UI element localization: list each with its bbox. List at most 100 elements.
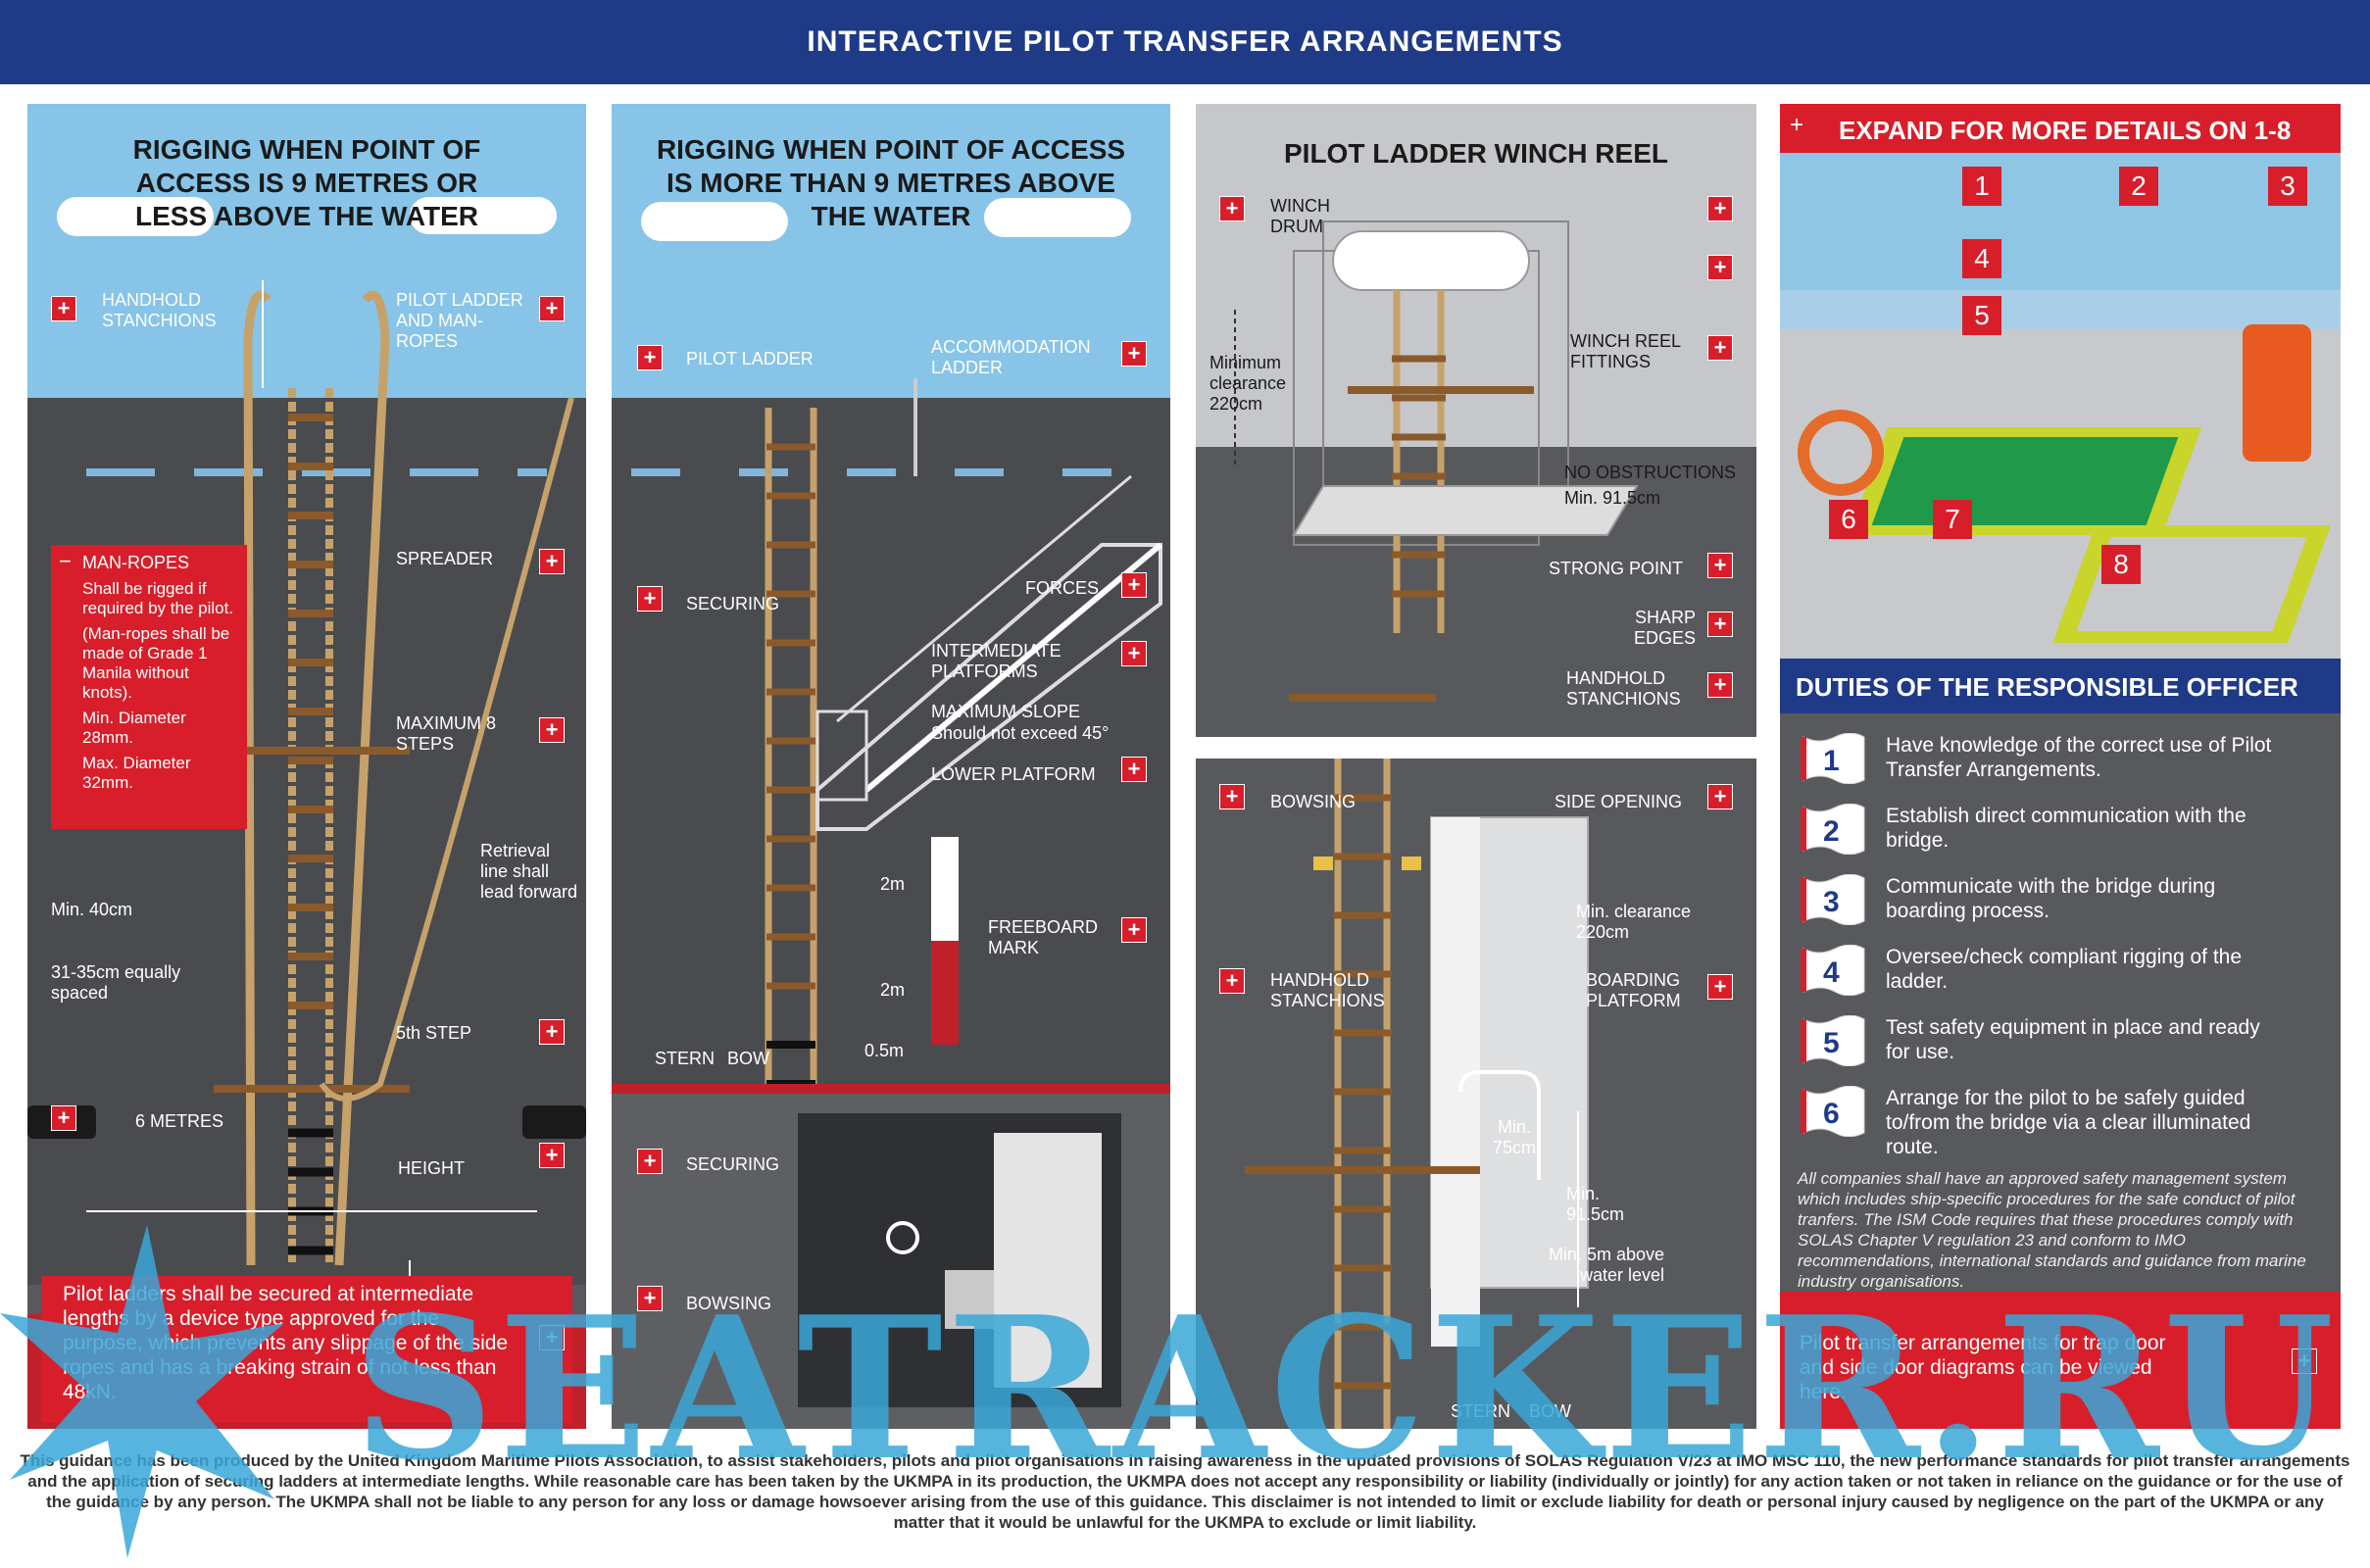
disclaimer-text: This guidance has been produced by the U… xyxy=(20,1451,2350,1532)
expand-forces-button[interactable]: + xyxy=(1121,572,1147,598)
expand-lower-platform-button[interactable]: + xyxy=(1121,757,1147,782)
panel-high-access: RIGGING WHEN POINT OF ACCESS IS MORE THA… xyxy=(612,104,1170,1429)
expand-extra-button[interactable]: + xyxy=(1707,255,1733,280)
side-opening-graphic xyxy=(1245,759,1589,1429)
svg-text:4: 4 xyxy=(1823,956,1840,989)
flag-icon: 4 xyxy=(1800,944,1866,997)
expand-pilot-ladder-button[interactable]: + xyxy=(539,296,565,321)
side-opening-label: SIDE OPENING xyxy=(1555,792,1683,811)
manropes-text-4: Max. Diameter 32mm. xyxy=(82,754,191,792)
collapse-icon[interactable]: − xyxy=(59,549,72,573)
min-915-label: Min. 91.5cm xyxy=(1566,1184,1625,1224)
panel-winch-reel: PILOT LADDER WINCH REEL + WINCH DRUM + +… xyxy=(1196,104,1756,737)
expand-fifth-step-button[interactable]: + xyxy=(539,1019,565,1045)
callout-7[interactable]: 7 xyxy=(1933,500,1972,539)
expand-winch-fittings-button[interactable]: + xyxy=(1707,335,1733,361)
flag-icon: 2 xyxy=(1800,803,1866,856)
expand-securing-button[interactable]: + xyxy=(637,586,663,612)
duty-text: Have knowledge of the correct use of Pil… xyxy=(1886,734,2272,781)
expand-handhold-button[interactable]: + xyxy=(1219,968,1245,994)
min-5m-label: Min. 5m above water level xyxy=(1548,1245,1664,1285)
expand-bowsing-button[interactable]: + xyxy=(637,1286,663,1311)
expand-trapdoor-button[interactable]: + xyxy=(2292,1348,2317,1374)
callout-4[interactable]: 4 xyxy=(1962,239,2001,278)
strong-point-label: STRONG POINT xyxy=(1549,559,1684,578)
expand-six-metres-button[interactable]: + xyxy=(51,1105,76,1131)
duty-text: Establish direct communication with the … xyxy=(1886,805,2247,852)
watermark-star-icon xyxy=(0,1225,284,1558)
handhold-stanchions-label: HANDHOLD STANCHIONS xyxy=(102,290,217,330)
cloud xyxy=(57,197,214,236)
expand-notice-button[interactable]: + xyxy=(539,1325,565,1350)
expand-freeboard-button[interactable]: + xyxy=(1121,917,1147,943)
spreader-label: SPREADER xyxy=(396,549,494,568)
expand-max-steps-button[interactable]: + xyxy=(539,717,565,743)
min-clearance-label: Min. clearance 220cm xyxy=(1576,902,1692,942)
callout-2[interactable]: 2 xyxy=(2119,167,2158,206)
duty-text: Communicate with the bridge during board… xyxy=(1886,875,2216,922)
pilot-ladder-label: PILOT LADDER xyxy=(686,349,814,368)
manropes-info-box: − MAN-ROPES Shall be rigged if required … xyxy=(51,545,247,829)
max-slope-sub-label: Should not exceed 45° xyxy=(931,723,1110,743)
two-m-lower-label: 2m xyxy=(880,980,906,1000)
panel-low-access: RIGGING WHEN POINT OF ACCESS IS 9 METRES… xyxy=(27,104,586,1429)
expand-header[interactable]: + EXPAND FOR MORE DETAILS ON 1-8 xyxy=(1780,104,2341,153)
min-75-label: Min. 75cm xyxy=(1492,1117,1536,1157)
svg-text:1: 1 xyxy=(1823,745,1840,777)
bowsing-label: BOWSING xyxy=(1270,792,1357,811)
boarding-platform-label: BOARDING PLATFORM xyxy=(1586,970,1681,1010)
expand-header-text: EXPAND FOR MORE DETAILS ON 1-8 xyxy=(1839,116,2292,145)
expand-sharp-edges-button[interactable]: + xyxy=(1707,612,1733,637)
expand-intermediate-button[interactable]: + xyxy=(1121,641,1147,666)
deck-window-row xyxy=(86,468,547,476)
expand-bowsing-button[interactable]: + xyxy=(1219,784,1245,809)
min-clearance-label: Minimum clearance 220cm xyxy=(1210,353,1287,414)
manropes-text-1: Shall be rigged if required by the pilot… xyxy=(82,579,234,617)
expand-securing2-button[interactable]: + xyxy=(637,1149,663,1174)
duties-title: DUTIES OF THE RESPONSIBLE OFFICER xyxy=(1796,672,2298,702)
securing-detail-image xyxy=(798,1113,1121,1407)
expand-height-button[interactable]: + xyxy=(539,1143,565,1168)
max-slope-label: MAXIMUM SLOPE xyxy=(931,702,1081,721)
expand-handhold-button[interactable]: + xyxy=(1707,672,1733,698)
duty-text: Test safety equipment in place and ready… xyxy=(1886,1016,2260,1063)
panel-duties: + EXPAND FOR MORE DETAILS ON 1-8 1 2 3 4… xyxy=(1780,104,2341,1429)
winch-fittings-label: WINCH REEL FITTINGS xyxy=(1570,331,1681,371)
duty-item: 1 Have knowledge of the correct use of P… xyxy=(1780,727,2341,790)
callout-3[interactable]: 3 xyxy=(2268,167,2307,206)
winch-reel-graphic xyxy=(1234,220,1639,702)
trapdoor-link-box[interactable] xyxy=(1780,1292,2341,1429)
expand-handhold-button[interactable]: + xyxy=(51,296,76,321)
deck-illustration xyxy=(1780,153,2341,662)
manropes-title: MAN-ROPES xyxy=(82,553,190,572)
handhold-label: HANDHOLD STANCHIONS xyxy=(1270,970,1385,1010)
expand-strong-point-button[interactable]: + xyxy=(1707,553,1733,578)
forces-label: FORCES xyxy=(1025,578,1100,598)
callout-6[interactable]: 6 xyxy=(1829,500,1868,539)
expand-pilot-ladder-button[interactable]: + xyxy=(637,345,663,370)
callout-8[interactable]: 8 xyxy=(2101,545,2141,584)
trapdoor-link-text[interactable]: Pilot transfer arrangements for trap doo… xyxy=(1800,1332,2166,1403)
min-915-label: Min. 91.5cm xyxy=(1564,488,1661,508)
fifth-step-label: 5th STEP xyxy=(396,1023,472,1043)
expand-side-opening-button[interactable]: + xyxy=(1707,784,1733,809)
cloud xyxy=(641,202,788,241)
expand-clearance-button[interactable]: + xyxy=(1707,196,1733,221)
expand-boarding-platform-button[interactable]: + xyxy=(1707,974,1733,1000)
panel-side-opening: + BOWSING SIDE OPENING + Min. clearance … xyxy=(1196,759,1756,1429)
duty-item: 4 Oversee/check compliant rigging of the… xyxy=(1780,939,2341,1002)
expand-winch-drum-button[interactable]: + xyxy=(1219,196,1245,221)
duty-item: 5 Test safety equipment in place and rea… xyxy=(1780,1009,2341,1072)
two-m-upper-label: 2m xyxy=(880,874,906,894)
duty-item: 6 Arrange for the pilot to be safely gui… xyxy=(1780,1080,2341,1158)
handhold-label: HANDHOLD STANCHIONS xyxy=(1566,668,1681,709)
bowsing-label: BOWSING xyxy=(686,1294,772,1313)
min-40cm-label: Min. 40cm xyxy=(51,900,133,919)
watermark: SEATRACKER.RU xyxy=(353,1274,2339,1504)
page-title: INTERACTIVE PILOT TRANSFER ARRANGEMENTS xyxy=(807,25,1563,58)
expand-spreader-button[interactable]: + xyxy=(539,549,565,574)
expand-accommodation-button[interactable]: + xyxy=(1121,341,1147,367)
callout-1[interactable]: 1 xyxy=(1962,167,2001,206)
callout-5[interactable]: 5 xyxy=(1962,296,2001,335)
svg-text:6: 6 xyxy=(1823,1098,1840,1130)
